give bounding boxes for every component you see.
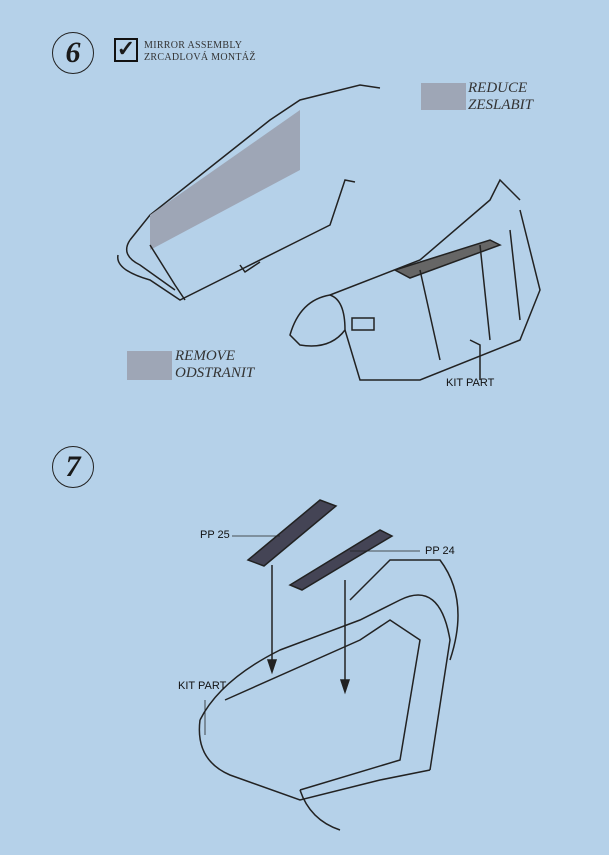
- check-icon: ✓: [114, 38, 138, 62]
- kit-part-label-2: KIT PART: [178, 680, 227, 692]
- remove-swatch: [127, 351, 172, 380]
- step-6-number: 6: [52, 32, 94, 74]
- reduce-en: REDUCE: [468, 80, 528, 96]
- fuselage-nose-drawing: [289, 178, 541, 381]
- title-cz: ZRCADLOVÁ MONTÁŽ: [144, 52, 256, 63]
- kit-part-label: KIT PART: [446, 377, 495, 389]
- canopy-frame-drawing: [117, 84, 381, 301]
- reduce-legend: REDUCE ZESLABIT: [468, 80, 533, 114]
- title-en: MIRROR ASSEMBLY: [144, 40, 243, 51]
- pp25-label: PP 25: [200, 529, 230, 541]
- reduce-cz: ZESLABIT: [468, 97, 534, 113]
- pp24-label: PP 24: [425, 545, 455, 557]
- step-6-title: MIRROR ASSEMBLY ZRCADLOVÁ MONTÁŽ: [144, 40, 256, 64]
- remove-legend: REMOVE ODSTRANIT: [175, 348, 254, 382]
- reduce-swatch: [421, 83, 466, 110]
- remove-cz: ODSTRANIT: [175, 365, 255, 381]
- step-7-number: 7: [52, 446, 94, 488]
- cockpit-drawing: [198, 499, 459, 831]
- remove-en: REMOVE: [175, 348, 235, 364]
